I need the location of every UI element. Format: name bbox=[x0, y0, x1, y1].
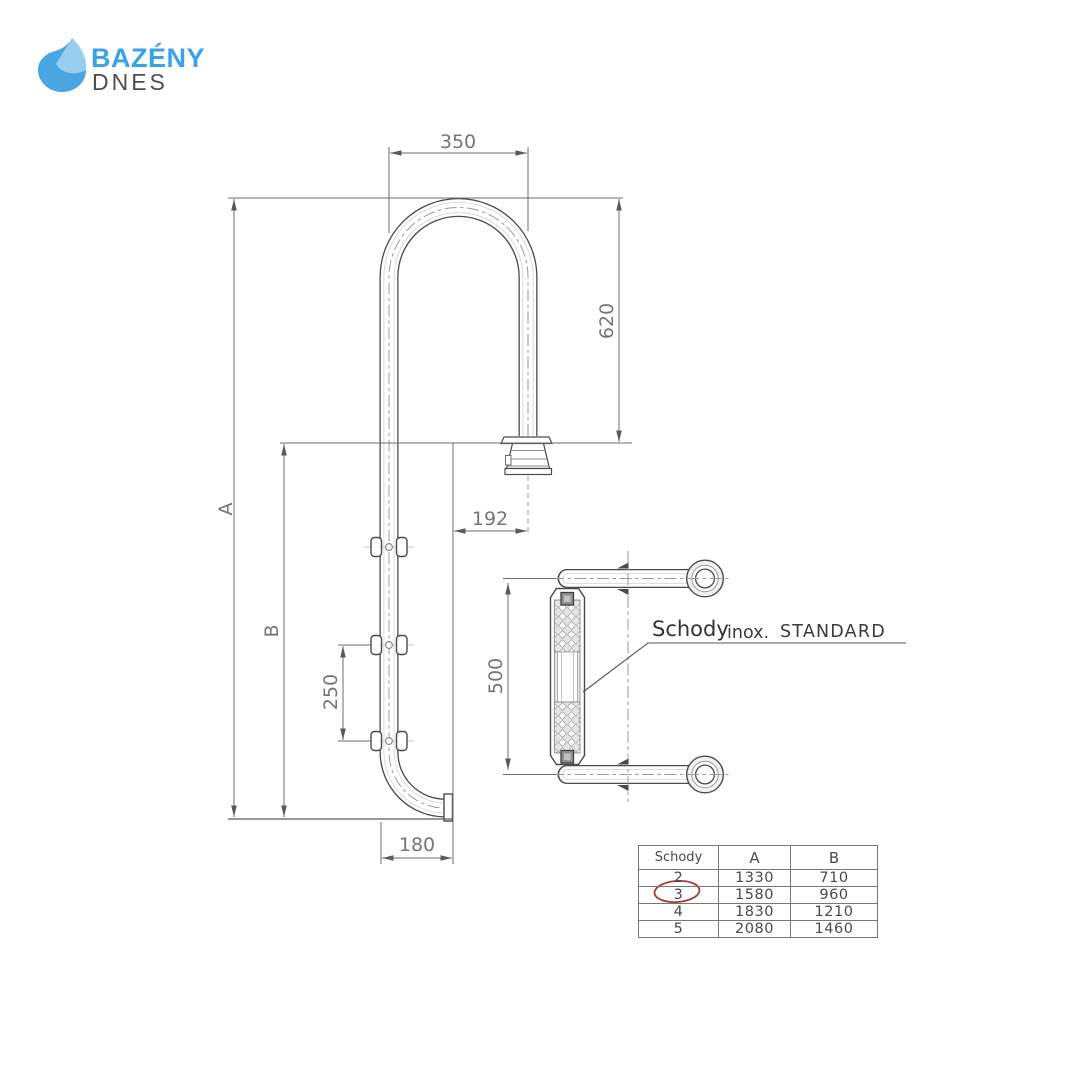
cell-b: 1460 bbox=[790, 920, 878, 938]
col-header-a: A bbox=[718, 845, 791, 870]
col-header-b: B bbox=[790, 845, 878, 870]
weld-mark bbox=[617, 562, 629, 569]
cell-a: 1830 bbox=[718, 903, 791, 921]
deck-anchor-socket bbox=[500, 436, 553, 533]
weld-mark bbox=[617, 758, 629, 765]
table-row: 4 1830 1210 bbox=[638, 903, 878, 921]
wall-anchor-bottom bbox=[686, 755, 725, 794]
tube-centerline bbox=[388, 207, 529, 809]
foot-end-cap bbox=[443, 793, 454, 822]
dim-top-bend-width: 350 bbox=[439, 131, 477, 153]
label-leader-line bbox=[582, 642, 906, 693]
weld-mark bbox=[617, 785, 629, 791]
dimension-lines bbox=[228, 147, 906, 864]
dim-step-width: 500 bbox=[485, 657, 507, 695]
cell-b: 960 bbox=[790, 886, 878, 904]
side-view-ladder bbox=[364, 198, 553, 822]
cell-steps: 2 bbox=[638, 869, 719, 887]
dim-anchor-offset: 192 bbox=[471, 508, 509, 530]
dim-handrail-drop: 620 bbox=[596, 302, 618, 340]
step-mount-2 bbox=[364, 634, 414, 656]
table-row-highlighted: 3 1580 960 bbox=[638, 886, 878, 904]
cell-steps: 3 bbox=[638, 886, 719, 904]
dim-submerged-height: B bbox=[261, 624, 283, 638]
cell-steps: 4 bbox=[638, 903, 719, 921]
cell-a: 1580 bbox=[718, 886, 791, 904]
cell-b: 1210 bbox=[790, 903, 878, 921]
brand-name: BAZÉNY bbox=[91, 43, 206, 73]
col-header-schody: Schody bbox=[638, 845, 719, 870]
dim-step-spacing: 250 bbox=[320, 673, 342, 711]
brand-subname: DNES bbox=[92, 69, 168, 95]
step-mount-1 bbox=[364, 536, 414, 558]
product-series-label: STANDARD bbox=[780, 622, 886, 642]
table-header-row: Schody A B bbox=[638, 845, 878, 870]
size-table: Schody A B 2 1330 710 3 1580 960 4 1830 … bbox=[638, 845, 878, 938]
table-row: 5 2080 1460 bbox=[638, 920, 878, 938]
cell-a: 2080 bbox=[718, 920, 791, 938]
table-row: 2 1330 710 bbox=[638, 869, 878, 887]
dim-foot-length: 180 bbox=[398, 834, 436, 856]
water-drop-icon bbox=[38, 38, 87, 92]
cell-b: 710 bbox=[790, 869, 878, 887]
cell-a: 1330 bbox=[718, 869, 791, 887]
product-material-label: inox. bbox=[727, 623, 770, 643]
dim-overall-height: A bbox=[215, 502, 237, 516]
step-mount-3 bbox=[364, 730, 414, 752]
cell-steps: 5 bbox=[638, 920, 719, 938]
step-tread bbox=[549, 587, 586, 766]
product-name-label: Schody bbox=[652, 617, 729, 641]
front-view-step bbox=[549, 551, 731, 802]
weld-mark bbox=[617, 589, 629, 595]
